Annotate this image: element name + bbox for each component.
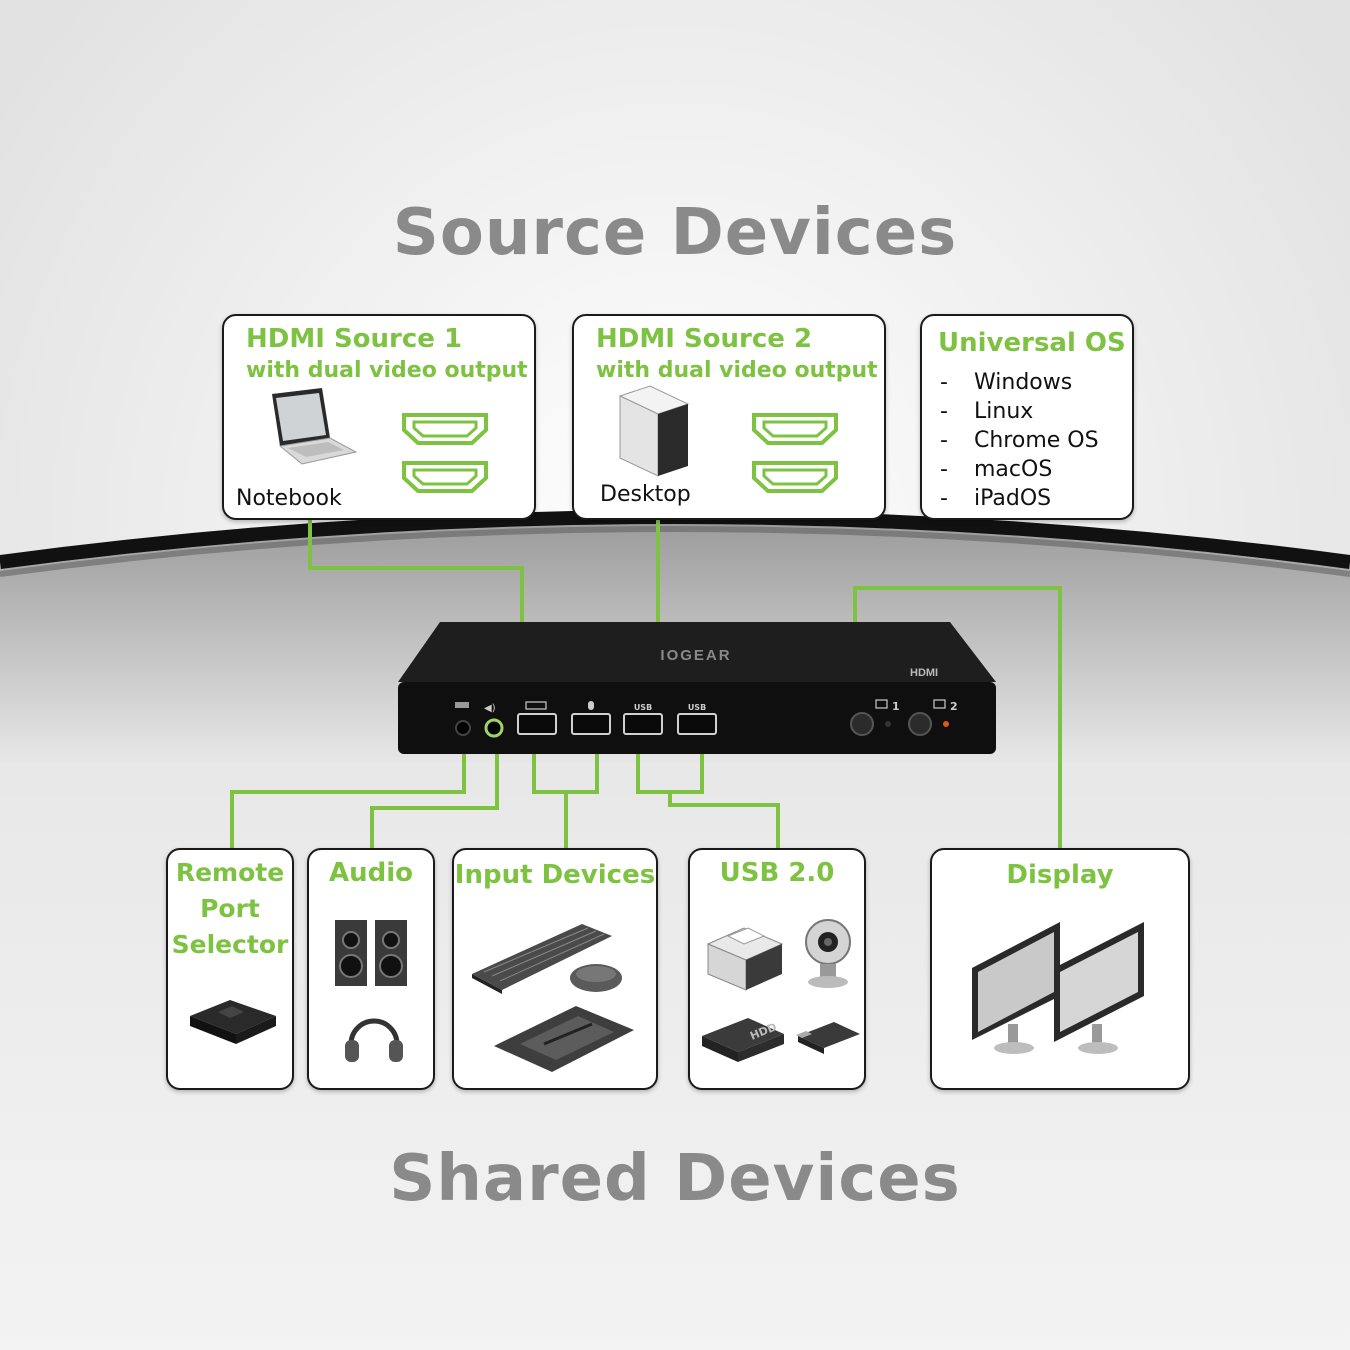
background-lower <box>0 515 1350 1350</box>
usb-flash-drive-icon <box>796 1022 860 1054</box>
input-title: Input Devices <box>454 860 656 890</box>
source2-device-label: Desktop <box>600 482 691 507</box>
port-2-led <box>943 721 949 727</box>
input-box: Input Devices <box>452 848 658 1090</box>
line-input <box>532 740 599 850</box>
source-devices-heading: Source Devices <box>392 196 958 270</box>
mouse-usb-port <box>571 713 611 735</box>
background-arc-fade <box>0 526 1350 577</box>
hdmi-port-icon <box>752 461 838 493</box>
computer-icon <box>875 699 888 709</box>
remote-port-jack <box>455 720 471 736</box>
line-usb <box>636 740 780 850</box>
source1-subtitle: with dual video output <box>246 358 528 383</box>
webcam-icon <box>805 919 851 988</box>
source2-box: HDMI Source 2 with dual video output Des… <box>572 314 886 520</box>
printer-icon <box>706 927 784 991</box>
drawing-tablet-icon <box>494 1006 634 1072</box>
os-list: -Windows -Linux -Chrome OS -macOS -iPadO… <box>940 368 1099 513</box>
remote-title-line3: Selector <box>171 930 289 959</box>
usb-port-2 <box>677 713 717 735</box>
remote-title-line2: Port <box>200 894 260 923</box>
display-title: Display <box>1006 860 1114 890</box>
mouse-port-icon <box>588 701 594 710</box>
audio-title: Audio <box>328 858 414 888</box>
os-item: -Chrome OS <box>940 428 1099 453</box>
computer-icon <box>933 699 946 709</box>
line-display <box>853 586 1062 850</box>
os-item: -iPadOS <box>940 486 1052 511</box>
os-item: -macOS <box>940 457 1053 482</box>
source1-box: HDMI Source 1 with dual video output Not… <box>222 314 536 520</box>
keyboard-port-icon <box>525 701 547 710</box>
kvm-hdmi-logo: HDMI <box>910 667 938 679</box>
kvm-brand-logo: IOGEAR <box>660 647 731 664</box>
audio-box: Audio <box>307 848 435 1090</box>
remote-port-icon <box>455 702 469 708</box>
port-2-label: 2 <box>950 700 958 713</box>
remote-selector-icon <box>190 1000 276 1044</box>
source2-subtitle: with dual video output <box>596 358 878 383</box>
mouse-icon <box>570 964 622 992</box>
usb-box: USB 2.0 HDD <box>688 848 866 1090</box>
notebook-icon <box>272 388 358 465</box>
remote-title-line1: Remote <box>175 858 285 887</box>
usb-port-1 <box>623 713 663 735</box>
source1-device-label: Notebook <box>236 486 342 511</box>
hdmi-port-icon <box>752 413 838 445</box>
keyboard-icon <box>472 924 612 994</box>
port-1-button[interactable] <box>850 712 874 736</box>
speakers-icon <box>335 920 407 986</box>
hard-drive-icon: HDD <box>702 1018 784 1062</box>
audio-jack <box>484 718 504 738</box>
os-item: -Windows <box>940 370 1073 395</box>
remote-box: Remote Port Selector <box>166 848 294 1090</box>
keyboard-usb-port <box>517 713 557 735</box>
usb-port-2-label: USB <box>688 703 706 712</box>
source1-title: HDMI Source 1 <box>246 324 463 354</box>
port-1-led <box>885 721 891 727</box>
desktop-icon <box>618 385 690 477</box>
speaker-icon: ◀) <box>484 703 496 714</box>
hdmi-port-icon <box>402 413 488 445</box>
shared-devices-heading: Shared Devices <box>389 1142 961 1216</box>
os-box: Universal OS -Windows -Linux -Chrome OS … <box>920 314 1134 520</box>
os-item: -Linux <box>940 399 1034 424</box>
line-source1 <box>308 520 524 624</box>
display-box: Display <box>930 848 1190 1090</box>
line-audio <box>370 740 499 850</box>
usb-title: USB 2.0 <box>719 858 835 888</box>
dual-monitors-icon <box>972 922 1144 1054</box>
hdmi-port-icon <box>402 461 488 493</box>
usb-port-1-label: USB <box>634 703 652 712</box>
source2-title: HDMI Source 2 <box>596 324 813 354</box>
port-1-label: 1 <box>892 700 900 713</box>
kvm-top-surface <box>398 622 996 682</box>
os-title: Universal OS <box>938 328 1126 358</box>
line-remote <box>230 740 466 850</box>
headphones-icon <box>345 1018 403 1062</box>
port-2-button[interactable] <box>908 712 932 736</box>
